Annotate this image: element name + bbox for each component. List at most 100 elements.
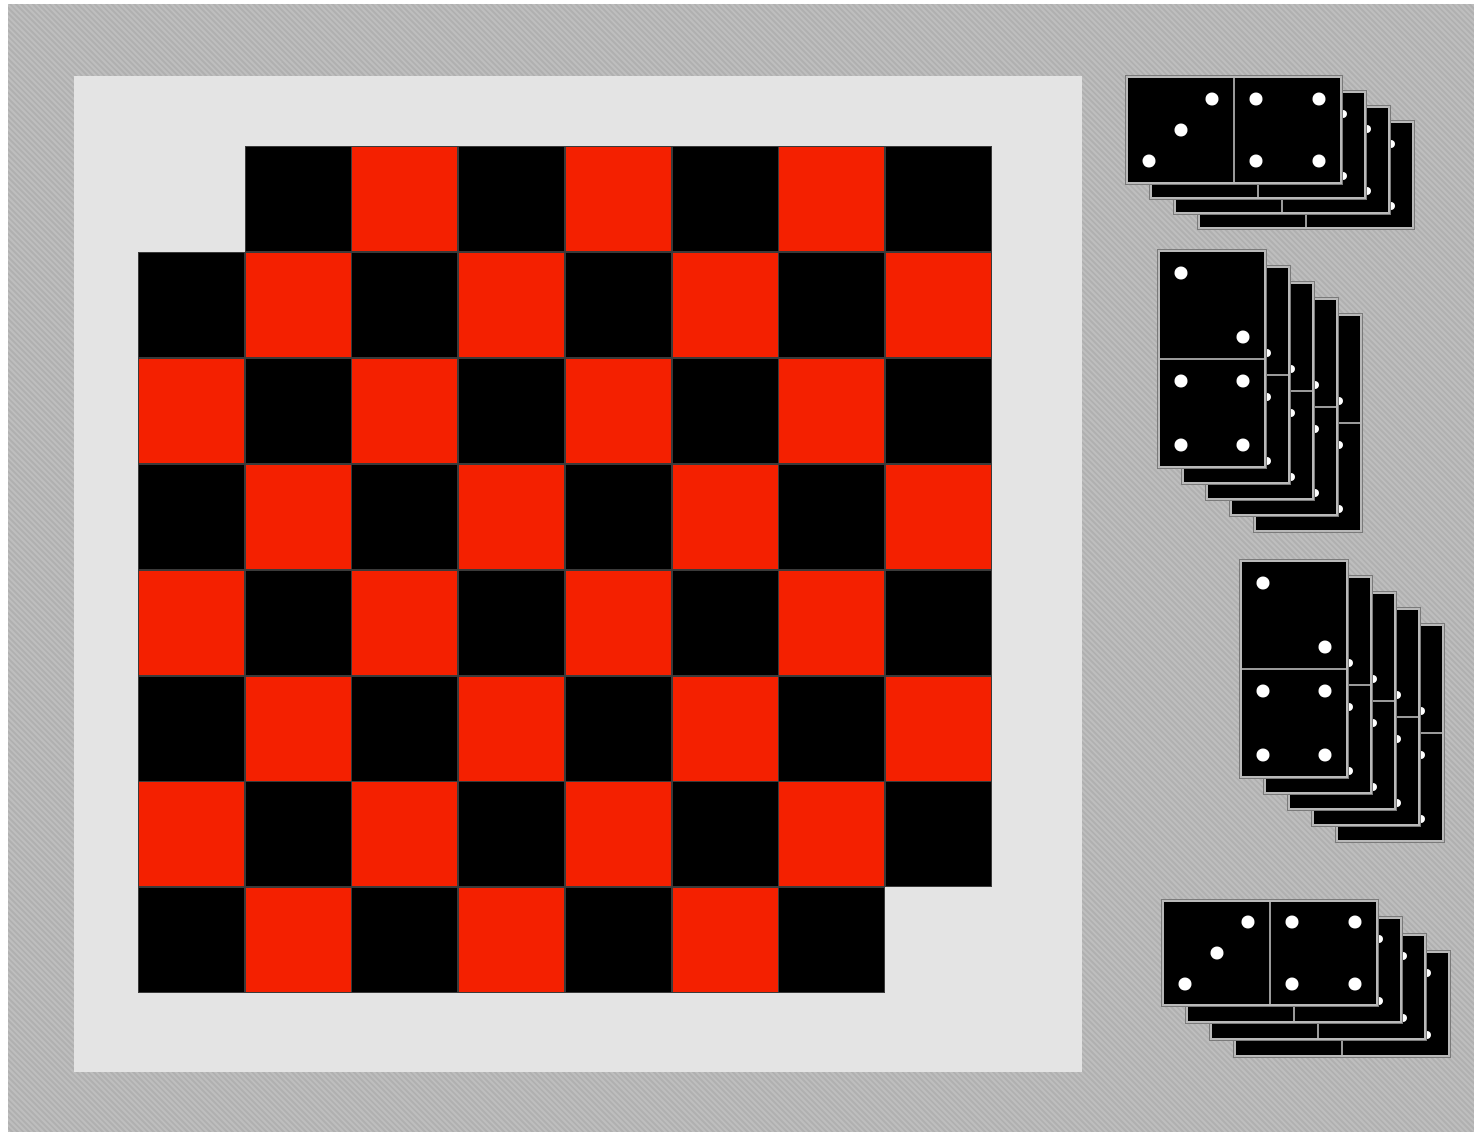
stack-1-top-domino[interactable] [1126, 76, 1342, 184]
board-square-r7c2[interactable] [245, 781, 352, 887]
pip [1174, 438, 1187, 451]
board-square-r7c3[interactable] [351, 781, 458, 887]
board-square-r3c7[interactable] [778, 358, 885, 464]
board-square-r6c2[interactable] [245, 676, 352, 782]
board-square-r7c1[interactable] [138, 781, 245, 887]
board-square-r4c4[interactable] [458, 464, 565, 570]
board-square-r1c5[interactable] [565, 146, 672, 252]
board-square-r2c8[interactable] [885, 252, 992, 358]
board-square-r8c7[interactable] [778, 887, 885, 993]
pip [1313, 155, 1326, 168]
board-square-r4c8[interactable] [885, 464, 992, 570]
board-square-r1c8[interactable] [885, 146, 992, 252]
pip [1319, 640, 1332, 653]
pip [1179, 977, 1192, 990]
domino-half [1270, 902, 1376, 1004]
stack-2-top-domino[interactable] [1158, 250, 1266, 468]
pip [1174, 375, 1187, 388]
domino-half [1242, 562, 1346, 669]
board-square-r7c4[interactable] [458, 781, 565, 887]
board-square-r2c2[interactable] [245, 252, 352, 358]
board-square-r5c2[interactable] [245, 570, 352, 676]
board-square-r3c8[interactable] [885, 358, 992, 464]
board-square-r8c3[interactable] [351, 887, 458, 993]
board-square-r3c2[interactable] [245, 358, 352, 464]
board-square-r4c7[interactable] [778, 464, 885, 570]
board-square-r6c7[interactable] [778, 676, 885, 782]
pip [1210, 947, 1223, 960]
domino-half [1160, 252, 1264, 359]
pip [1256, 748, 1269, 761]
board-square-r8c4[interactable] [458, 887, 565, 993]
stack-4-top-domino[interactable] [1162, 900, 1378, 1006]
board-square-r2c6[interactable] [672, 252, 779, 358]
board-square-r8c6[interactable] [672, 887, 779, 993]
pip [1242, 916, 1255, 929]
board-square-r3c6[interactable] [672, 358, 779, 464]
board-square-r4c5[interactable] [565, 464, 672, 570]
board-square-r3c4[interactable] [458, 358, 565, 464]
board-square-r5c1[interactable] [138, 570, 245, 676]
board-square-r8c1[interactable] [138, 887, 245, 993]
board-square-r3c3[interactable] [351, 358, 458, 464]
board-square-r5c4[interactable] [458, 570, 565, 676]
board-square-r6c3[interactable] [351, 676, 458, 782]
pip [1319, 685, 1332, 698]
board-square-r5c7[interactable] [778, 570, 885, 676]
board-square-r7c6[interactable] [672, 781, 779, 887]
pip [1286, 916, 1299, 929]
board-square-r6c1[interactable] [138, 676, 245, 782]
pip [1174, 267, 1187, 280]
board-square-r7c7[interactable] [778, 781, 885, 887]
board-square-r4c2[interactable] [245, 464, 352, 570]
pip [1250, 92, 1263, 105]
pip [1237, 330, 1250, 343]
pip [1250, 155, 1263, 168]
board-square-r4c3[interactable] [351, 464, 458, 570]
domino-half [1242, 669, 1346, 776]
board-square-r4c1[interactable] [138, 464, 245, 570]
pip [1313, 92, 1326, 105]
board-square-r1c7[interactable] [778, 146, 885, 252]
board-square-r6c4[interactable] [458, 676, 565, 782]
pip [1256, 685, 1269, 698]
board-square-r8c2[interactable] [245, 887, 352, 993]
board-square-r5c6[interactable] [672, 570, 779, 676]
board-square-r7c8[interactable] [885, 781, 992, 887]
domino-half [1234, 78, 1340, 182]
domino-half [1160, 359, 1264, 466]
pip [1174, 124, 1187, 137]
stack-3-top-domino[interactable] [1240, 560, 1348, 778]
domino-half [1128, 78, 1234, 182]
board-square-r3c1[interactable] [138, 358, 245, 464]
board-square-r2c7[interactable] [778, 252, 885, 358]
board-square-r5c3[interactable] [351, 570, 458, 676]
board-square-r3c5[interactable] [565, 358, 672, 464]
pip [1256, 577, 1269, 590]
pip [1237, 438, 1250, 451]
board-square-r1c6[interactable] [672, 146, 779, 252]
pip [1286, 977, 1299, 990]
domino-half [1164, 902, 1270, 1004]
board-square-r6c5[interactable] [565, 676, 672, 782]
pip [1349, 977, 1362, 990]
board-square-r2c1[interactable] [138, 252, 245, 358]
board-square-r5c8[interactable] [885, 570, 992, 676]
board-square-r7c5[interactable] [565, 781, 672, 887]
board-square-r4c6[interactable] [672, 464, 779, 570]
board-square-r6c6[interactable] [672, 676, 779, 782]
board-square-r2c4[interactable] [458, 252, 565, 358]
board-square-r5c5[interactable] [565, 570, 672, 676]
board-square-r1c4[interactable] [458, 146, 565, 252]
pip [1206, 92, 1219, 105]
pip [1349, 916, 1362, 929]
board-square-r1c3[interactable] [351, 146, 458, 252]
board-square-r8c5[interactable] [565, 887, 672, 993]
board-square-r2c5[interactable] [565, 252, 672, 358]
board-square-r6c8[interactable] [885, 676, 992, 782]
board-square-r2c3[interactable] [351, 252, 458, 358]
pip [1237, 375, 1250, 388]
board-square-r1c2[interactable] [245, 146, 352, 252]
pip [1319, 748, 1332, 761]
pip [1143, 155, 1156, 168]
